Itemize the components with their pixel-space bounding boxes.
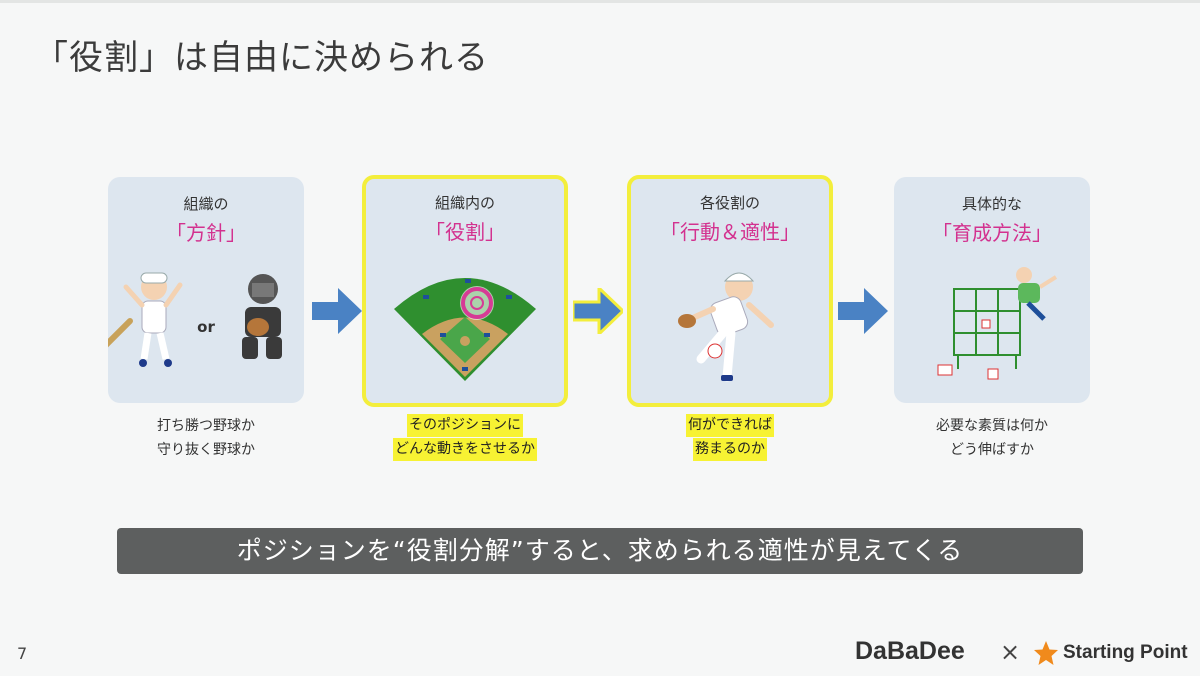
- arrow-right-icon: [838, 288, 888, 334]
- pitcher-illustration: [678, 272, 774, 382]
- batter-icon: [108, 272, 183, 367]
- caption-line: 何ができれば: [686, 414, 774, 437]
- card-behavior: 各役割の 「行動＆適性」: [627, 175, 833, 407]
- star-icon: [1034, 641, 1058, 665]
- catcher-icon: [242, 274, 282, 359]
- arrow-right-icon: [571, 284, 626, 338]
- top-border: [0, 0, 1200, 3]
- card-head: 組織内の: [434, 194, 495, 212]
- caption-role: そのポジションに どんな動きをさせるか: [362, 414, 568, 462]
- caption-line: そのポジションに: [407, 414, 523, 437]
- caption-policy: 打ち勝つ野球か 守り抜く野球か: [108, 414, 304, 462]
- dabadee-logo: DaBaDee: [855, 637, 965, 665]
- card-keyword: 「方針」: [166, 221, 246, 245]
- caption-line: 守り抜く野球か: [157, 442, 255, 458]
- starting-point-logo: Starting Point: [1063, 642, 1188, 663]
- or-label: or: [197, 318, 215, 336]
- card-head: 具体的な: [961, 195, 1022, 213]
- card-role: 組織内の 「役割」: [362, 175, 568, 407]
- card-keyword: 「育成方法」: [932, 221, 1052, 245]
- card-policy: 組織の 「方針」 or: [108, 177, 304, 403]
- card-head: 各役割の: [699, 194, 760, 212]
- batter-and-catcher-illustration: or: [108, 272, 282, 367]
- card-training: 具体的な 「育成方法」: [894, 177, 1090, 403]
- caption-line: 務まるのか: [693, 438, 767, 461]
- slide-title: 「役割」は自由に決められる: [34, 38, 489, 78]
- card-keyword: 「役割」: [425, 220, 505, 244]
- logo-separator: ×: [1000, 638, 1021, 666]
- caption-line: どう伸ばすか: [950, 442, 1034, 458]
- caption-line: 打ち勝つ野球か: [157, 418, 255, 434]
- caption-line: どんな動きをさせるか: [393, 438, 537, 461]
- card-keyword: 「行動＆適性」: [660, 220, 800, 244]
- baseball-field-illustration: [394, 278, 536, 381]
- page-number: 7: [17, 644, 28, 663]
- caption-behavior: 何ができれば 務まるのか: [627, 414, 833, 462]
- card-head: 組織の: [183, 195, 229, 213]
- arrow-right-icon: [312, 288, 362, 334]
- caption-training: 必要な素質は何か どう伸ばすか: [894, 414, 1090, 462]
- summary-banner: ポジションを“役割分解”すると、求められる適性が見えてくる: [117, 528, 1083, 574]
- pitching-net-practice-illustration: [937, 267, 1058, 380]
- caption-line: 必要な素質は何か: [936, 418, 1048, 434]
